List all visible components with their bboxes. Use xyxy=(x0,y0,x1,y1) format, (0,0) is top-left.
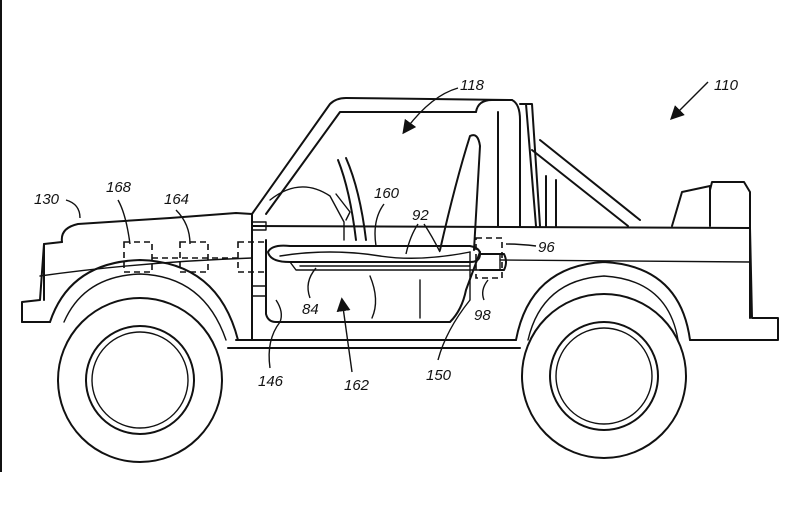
reference-labels: 110 118 130 168 164 160 92 96 98 84 146 … xyxy=(34,77,739,394)
door-opening xyxy=(265,239,481,323)
label-150: 150 xyxy=(426,367,452,384)
vehicle-body xyxy=(21,212,779,349)
front-seat xyxy=(369,134,481,319)
leader-lines xyxy=(65,81,709,373)
rear-wheel xyxy=(515,261,691,459)
label-162: 162 xyxy=(344,377,370,394)
label-110: 110 xyxy=(714,77,739,94)
label-98: 98 xyxy=(474,307,491,324)
dashed-modules xyxy=(123,237,503,279)
airbag-assembly xyxy=(267,244,507,271)
label-96: 96 xyxy=(538,239,555,256)
rear-seat xyxy=(671,181,751,229)
front-wheel xyxy=(49,259,239,463)
label-118: 118 xyxy=(460,77,485,94)
label-168: 168 xyxy=(106,179,132,196)
label-164: 164 xyxy=(164,191,189,208)
label-130: 130 xyxy=(34,191,60,208)
steering-assembly xyxy=(269,157,367,241)
cabin-frame xyxy=(251,97,641,227)
label-160: 160 xyxy=(374,185,400,202)
label-84: 84 xyxy=(302,301,319,318)
label-146: 146 xyxy=(258,373,284,390)
label-92: 92 xyxy=(412,207,429,224)
